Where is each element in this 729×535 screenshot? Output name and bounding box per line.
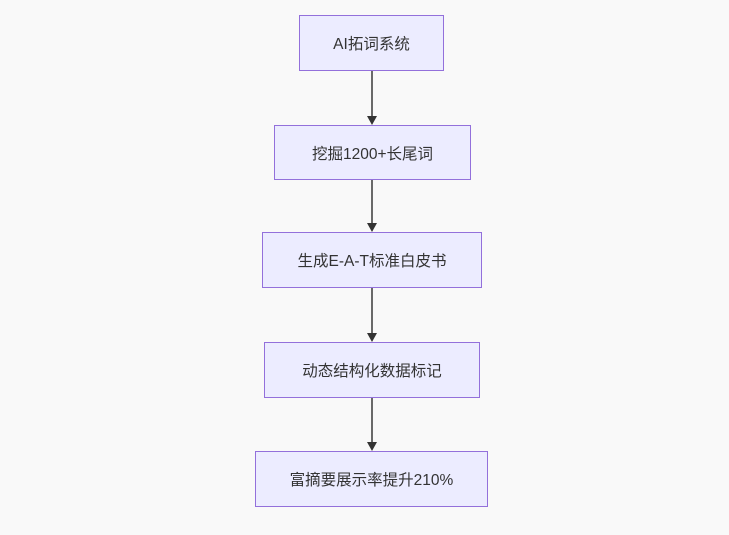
edge-line — [371, 71, 373, 116]
arrowhead-down-icon — [367, 116, 377, 125]
flowchart-node-rich-snippet-result: 富摘要展示率提升210% — [255, 451, 488, 507]
arrowhead-down-icon — [367, 333, 377, 342]
edge-line — [371, 398, 373, 442]
flowchart-node-longtail-mining: 挖掘1200+长尾词 — [274, 125, 471, 180]
edge-line — [371, 180, 373, 223]
arrowhead-down-icon — [367, 442, 377, 451]
edge-arrow-1 — [366, 71, 378, 125]
flowchart-node-eat-whitepaper: 生成E-A-T标准白皮书 — [262, 232, 482, 288]
flowchart-node-structured-data-markup: 动态结构化数据标记 — [264, 342, 480, 398]
edge-arrow-3 — [366, 288, 378, 342]
arrowhead-down-icon — [367, 223, 377, 232]
edge-line — [371, 288, 373, 333]
edge-arrow-4 — [366, 398, 378, 451]
flowchart-node-ai-keyword-system: AI拓词系统 — [299, 15, 444, 71]
edge-arrow-2 — [366, 180, 378, 232]
